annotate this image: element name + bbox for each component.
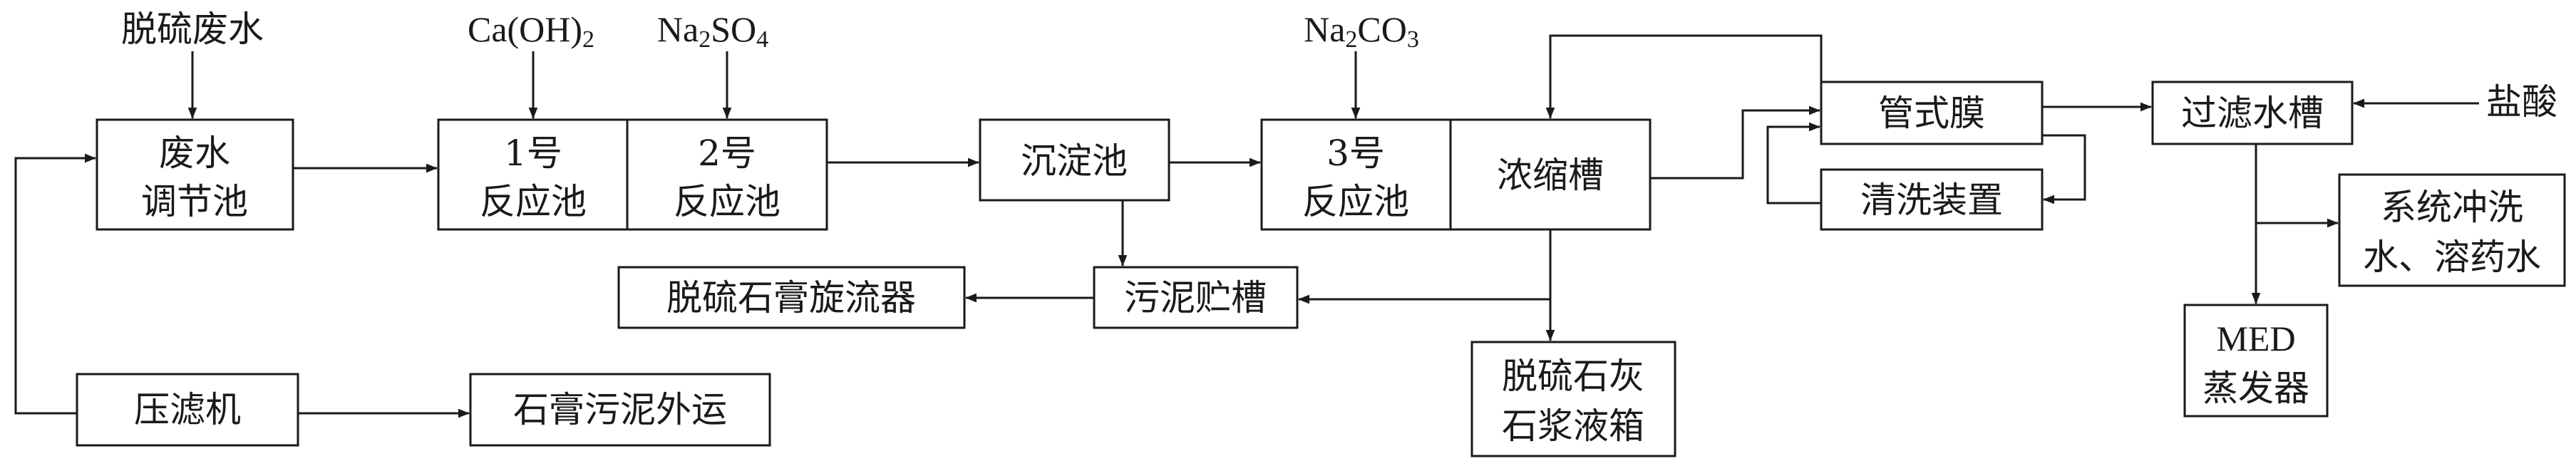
membrane-to-cleaning-arrow — [2042, 134, 2086, 205]
tubular-membrane-label: 管式膜 — [1878, 93, 1985, 134]
equalization-tank-label-line1: 废水 — [159, 133, 230, 174]
concentration-to-membrane-arrow — [1650, 105, 1820, 180]
feed-wastewater-label: 脱硫废水 — [121, 9, 264, 50]
filter-press-box — [76, 373, 299, 447]
sludge-out-box — [469, 373, 771, 447]
reactor-3-concentration-box — [1260, 118, 1652, 231]
cleaning-device-label: 清洗装置 — [1860, 180, 2003, 221]
hydrochloric-acid-label: 盐酸 — [2486, 81, 2557, 123]
filter-press-recycle-arrow — [14, 153, 96, 415]
reactor-1-label-line1: 1号 — [504, 133, 562, 174]
filtered-water-tank-box — [2151, 81, 2354, 145]
reactor-2-label-line1: 2号 — [698, 133, 756, 174]
med-evaporator-label-line2: 蒸发器 — [2203, 368, 2309, 409]
na2so4-label: Na2SO4 — [657, 9, 768, 53]
sludge-tank-label: 污泥贮槽 — [1124, 277, 1267, 319]
limestone-tank-label-line1: 脱硫石灰 — [1502, 356, 1644, 397]
reactor-3-label-line2: 反应池 — [1302, 181, 1409, 222]
caoh2-label: Ca(OH)2 — [468, 9, 594, 53]
limestone-tank-box — [1470, 341, 1676, 457]
settling-tank-label: 沉淀池 — [1021, 140, 1128, 182]
filtered-water-tank-label: 过滤水槽 — [2181, 93, 2324, 134]
settling-tank-box — [979, 118, 1170, 202]
med-evaporator-label-line1: MED — [2216, 319, 2295, 358]
limestone-tank-label-line2: 石浆液箱 — [1502, 405, 1644, 447]
reactor-3-label-line1: 3号 — [1326, 133, 1385, 174]
concentration-to-sludge-arrow — [1298, 229, 1552, 304]
cleaning-device-box — [1820, 168, 2044, 231]
na2co3-label: Na2CO3 — [1304, 9, 1419, 53]
sludge-out-label: 石膏污泥外运 — [513, 389, 727, 430]
gypsum-cyclone-box — [617, 266, 966, 329]
med-evaporator-box — [2183, 304, 2329, 418]
equalization-tank-label-line2: 调节池 — [141, 181, 248, 222]
sludge-tank-box — [1093, 266, 1299, 329]
reactor-1-2-box — [437, 118, 828, 231]
flush-water-label-line2: 水、溶药水 — [2363, 237, 2541, 278]
flush-water-box — [2338, 173, 2566, 287]
membrane-return-to-concentration-arrow — [1545, 34, 1823, 119]
reactor-2-label-line2: 反应池 — [674, 181, 780, 222]
concentration-tank-label: 浓缩槽 — [1497, 155, 1604, 196]
flush-water-label-line1: 系统冲洗 — [2381, 187, 2523, 228]
gypsum-cyclone-label: 脱硫石膏旋流器 — [666, 277, 916, 319]
reactor-1-label-line2: 反应池 — [480, 181, 587, 222]
tubular-membrane-box — [1820, 81, 2044, 145]
filter-press-label: 压滤机 — [134, 389, 241, 430]
cleaning-to-membrane-arrow — [1766, 122, 1821, 205]
equalization-tank-box — [96, 118, 294, 231]
